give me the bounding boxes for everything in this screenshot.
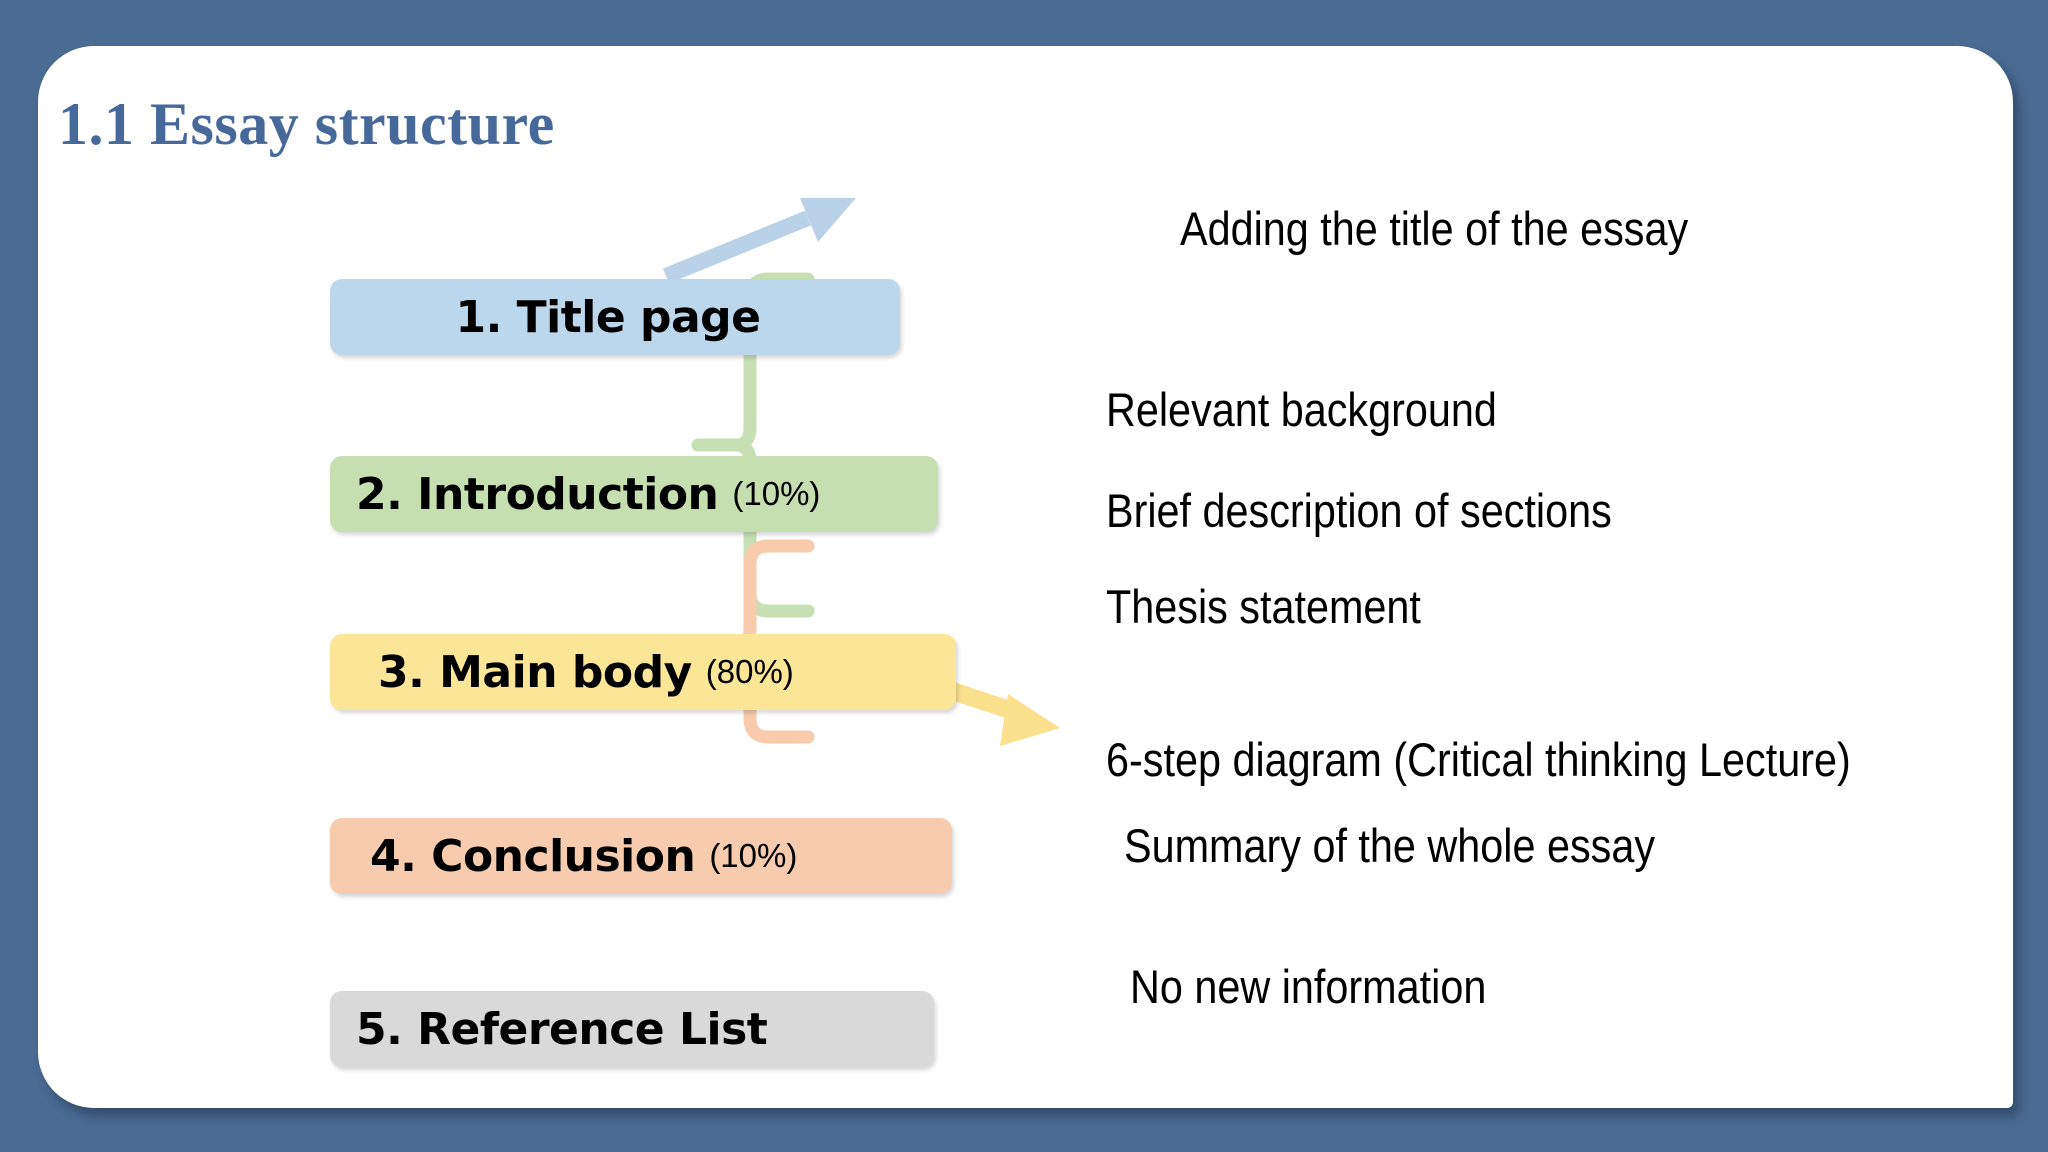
annotation-introduction-brief-description: Brief description of sections xyxy=(1106,484,1612,537)
structure-box-introduction[interactable]: 2. Introduction (10%) xyxy=(330,456,938,532)
structure-box-reference-list[interactable]: 5. Reference List xyxy=(330,991,934,1067)
annotation-conclusion-no-new-information: No new information xyxy=(1130,960,1487,1013)
structure-box-label: 4. Conclusion xyxy=(370,830,696,882)
annotation-introduction-relevant-background: Relevant background xyxy=(1106,383,1497,436)
structure-box-percent: (10%) xyxy=(732,475,821,512)
structure-box-label: 1. Title page xyxy=(455,291,761,343)
connector-layer xyxy=(662,198,1060,746)
annotation-main-body-six-step-diagram: 6-step diagram (Critical thinking Lectur… xyxy=(1106,733,1851,786)
structure-box-percent: (10%) xyxy=(709,837,798,874)
annotation-title-page: Adding the title of the essay xyxy=(1180,202,1689,255)
slide-card: 1.1 Essay structure xyxy=(38,46,2013,1108)
annotation-introduction-thesis-statement: Thesis statement xyxy=(1106,580,1421,633)
page-title: 1.1 Essay structure xyxy=(58,91,555,157)
structure-box-main-body[interactable]: 3. Main body (80%) xyxy=(330,634,956,710)
structure-box-title-page[interactable]: 1. Title page xyxy=(330,279,900,355)
structure-box-label: 3. Main body xyxy=(378,646,692,698)
annotation-conclusion-summary: Summary of the whole essay xyxy=(1124,819,1656,872)
structure-box-conclusion[interactable]: 4. Conclusion (10%) xyxy=(330,818,952,894)
title-page-arrow-icon xyxy=(662,198,856,284)
structure-box-percent: (80%) xyxy=(705,653,794,690)
structure-box-label: 5. Reference List xyxy=(356,1003,768,1055)
structure-box-label: 2. Introduction xyxy=(356,468,719,520)
